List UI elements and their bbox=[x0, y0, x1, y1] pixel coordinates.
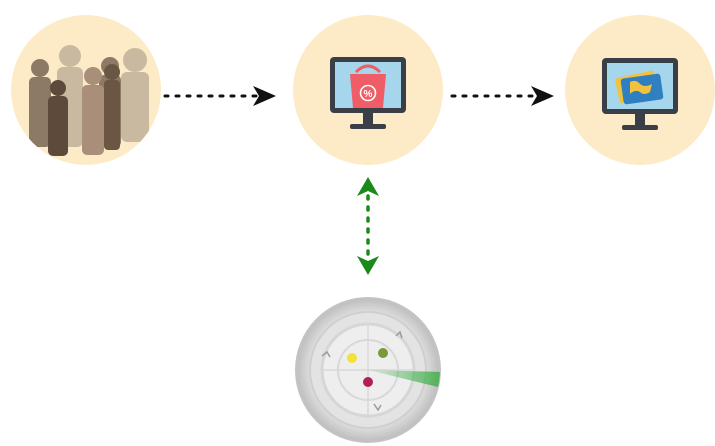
shop-node: % bbox=[293, 15, 443, 165]
people-node bbox=[11, 15, 161, 165]
arrow-people-to-shop bbox=[163, 86, 276, 106]
credit-card-icon bbox=[615, 70, 664, 105]
payment-node bbox=[565, 15, 715, 165]
people-group-icon bbox=[29, 45, 149, 156]
arrowhead-up-icon bbox=[357, 177, 379, 196]
shopping-monitor-icon: % bbox=[330, 57, 406, 129]
arrow-shop-radar-bidirectional bbox=[357, 177, 379, 275]
radar-icon bbox=[295, 297, 441, 443]
arrow-shop-to-payment bbox=[450, 86, 554, 106]
radar-node bbox=[295, 297, 441, 443]
discount-badge: % bbox=[364, 89, 373, 100]
radar-blip-yellow bbox=[347, 353, 357, 363]
arrowhead-down-icon bbox=[357, 256, 379, 275]
shopping-bag-icon bbox=[350, 64, 386, 108]
arrowhead-icon bbox=[531, 86, 554, 106]
radar-blip-magenta bbox=[363, 377, 373, 387]
radar-blip-green bbox=[378, 348, 388, 358]
credit-card-monitor-icon bbox=[602, 58, 678, 130]
arrowhead-icon bbox=[253, 86, 276, 106]
